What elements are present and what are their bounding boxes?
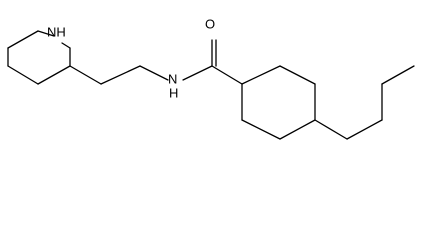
ethyl-linker bbox=[69, 65, 169, 85]
butyl-chain bbox=[314, 65, 415, 140]
molecule-structure: NH N H O bbox=[7, 16, 415, 140]
amide-group bbox=[182, 39, 243, 85]
amide-n-label: N bbox=[168, 71, 177, 86]
piperidine-ring bbox=[7, 30, 71, 85]
carbonyl-o-label: O bbox=[205, 16, 215, 31]
amide-h-label: H bbox=[169, 85, 178, 100]
piperidine-nh-label: NH bbox=[47, 24, 66, 39]
cyclohexane-ring bbox=[241, 65, 316, 140]
